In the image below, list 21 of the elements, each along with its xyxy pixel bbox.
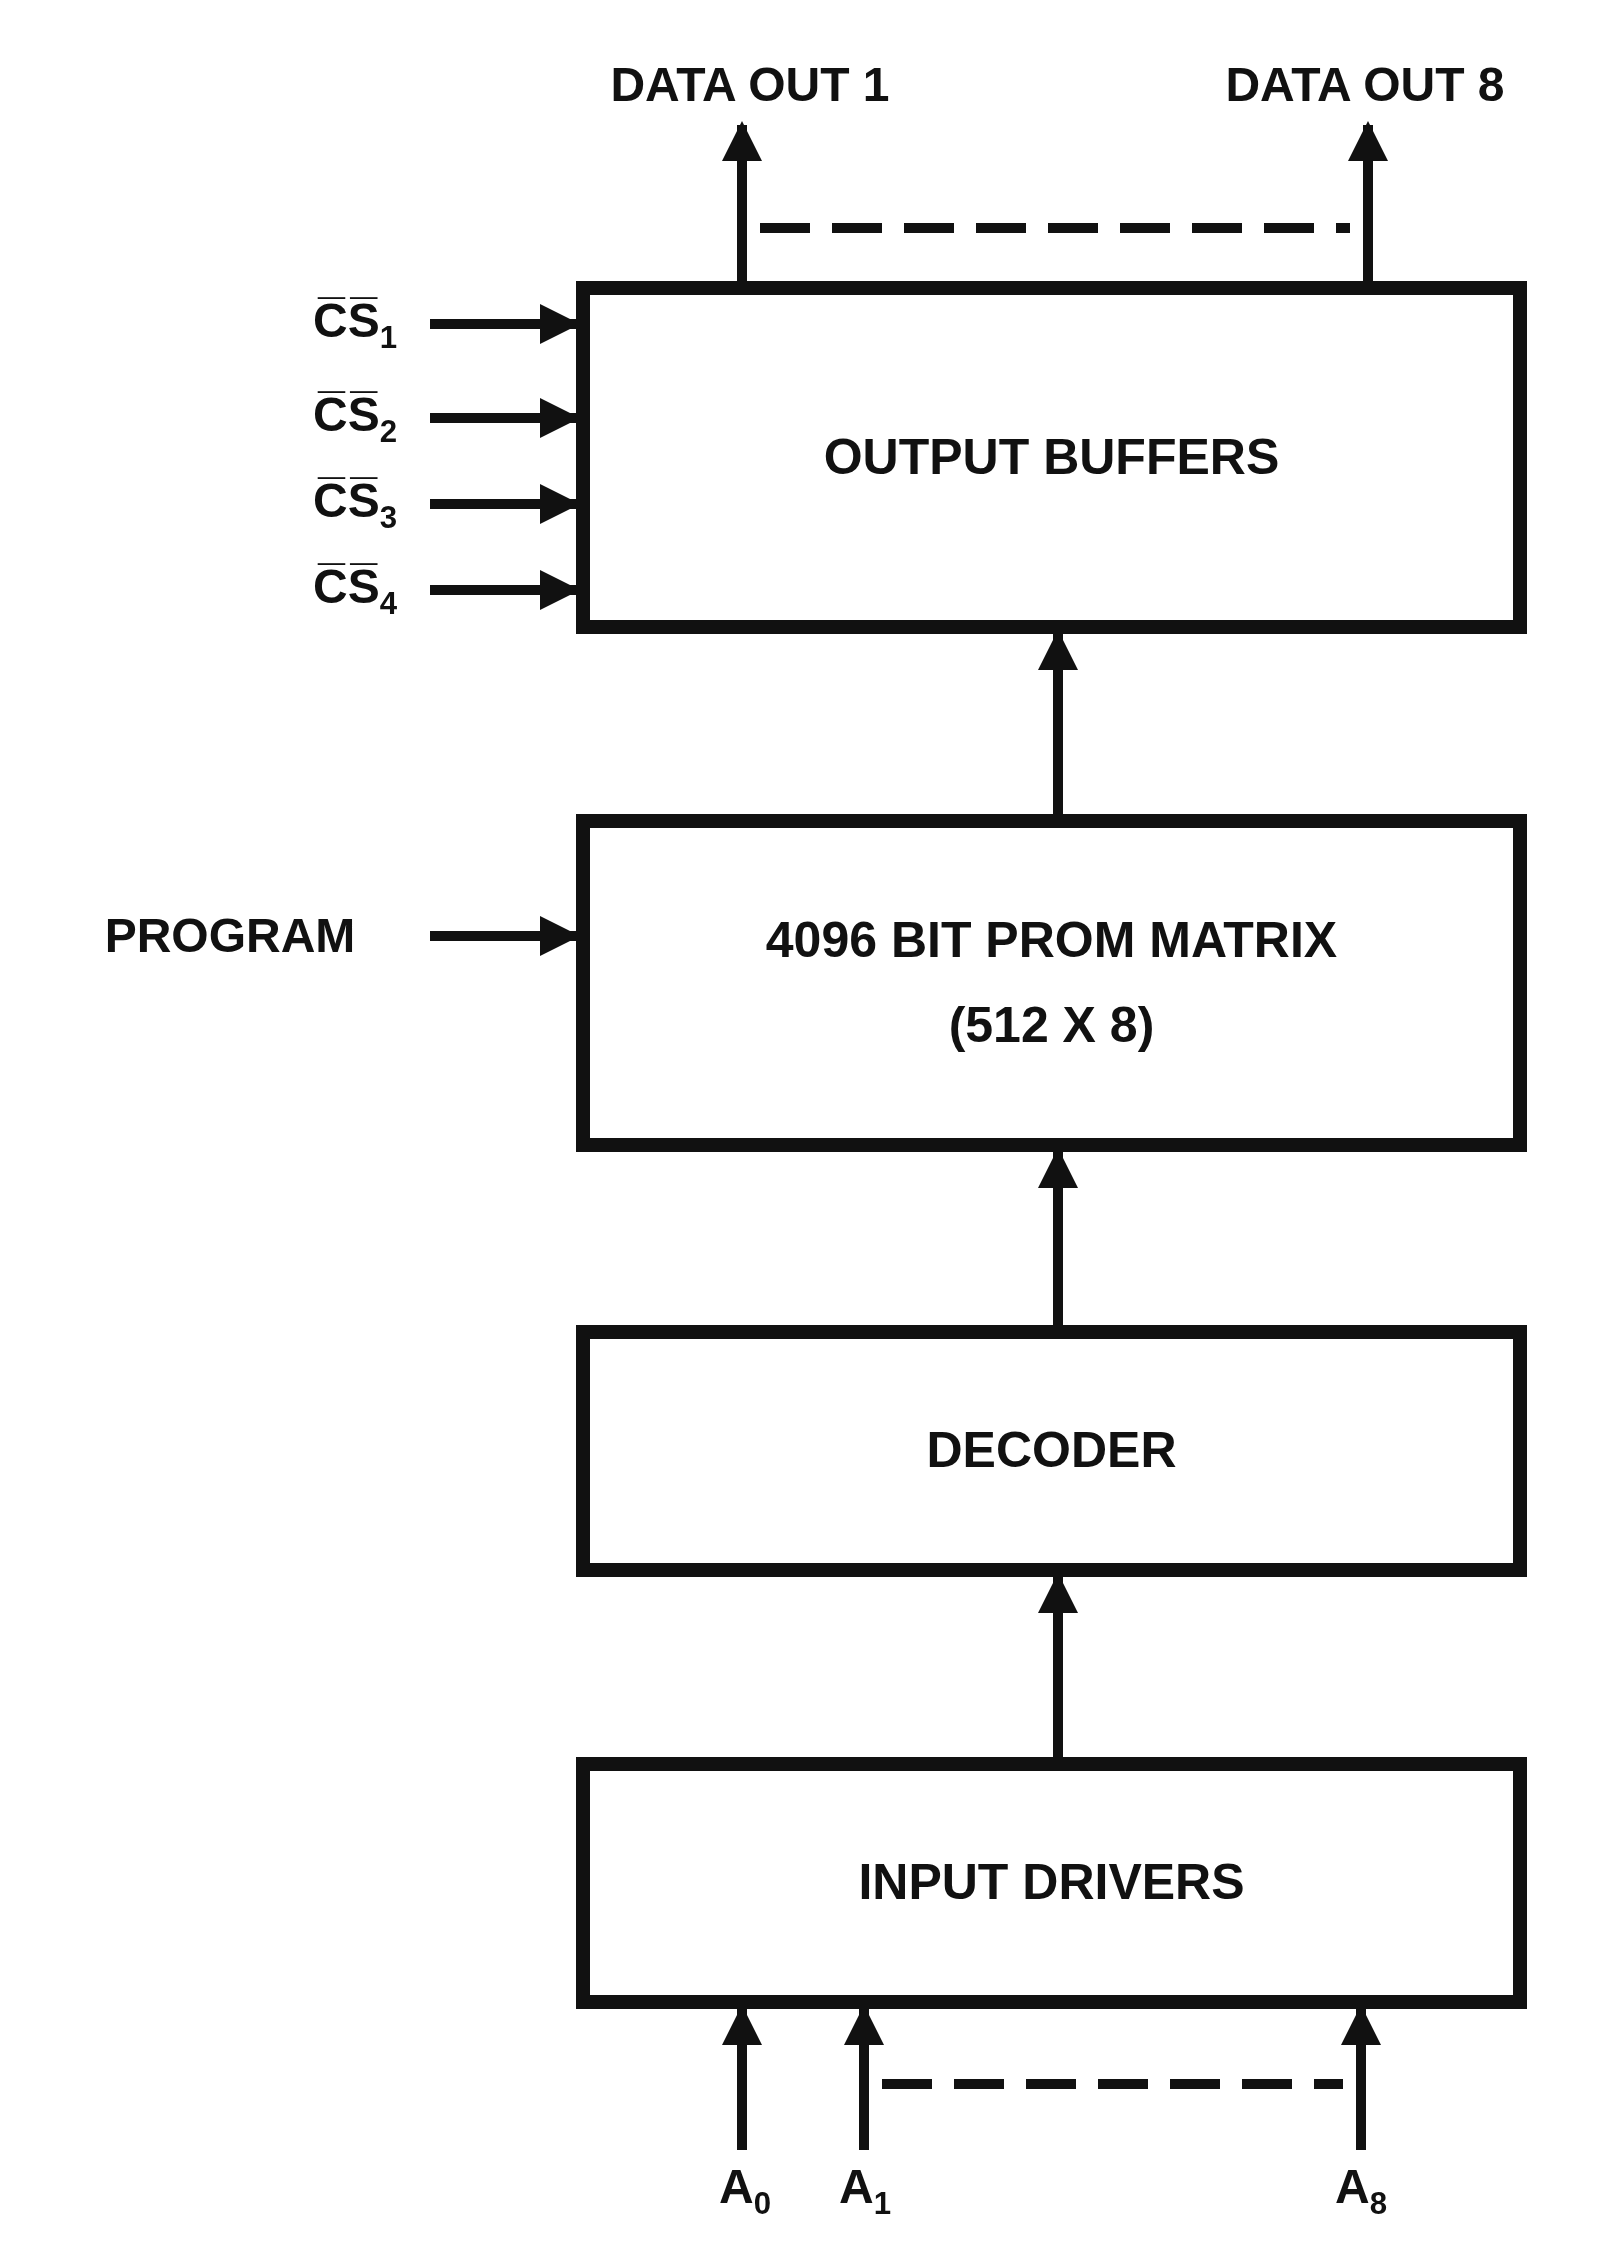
signal-label: PROGRAM: [30, 902, 430, 970]
signal-label: DATA OUT 8: [1130, 45, 1600, 125]
signal-label: A$_{1}$: [820, 2150, 910, 2230]
signal-label: C̅S̅$_{2}$: [280, 384, 430, 452]
arrow: [722, 121, 762, 281]
signal-label: DATA OUT 1: [590, 45, 910, 125]
block-box: [576, 814, 1527, 1152]
block-label: OUTPUT BUFFERS: [823, 428, 1280, 487]
block-box: [576, 281, 1527, 634]
block-label: (512 X 8): [948, 997, 1155, 1055]
signal-label: A$_{0}$: [700, 2150, 790, 2230]
block-box: [576, 1757, 1527, 2009]
arrow: [1348, 121, 1388, 281]
block-label: 4096 BIT PROM MATRIX: [765, 911, 1338, 969]
signal-label: C̅S̅$_{3}$: [280, 470, 430, 538]
block-label: INPUT DRIVERS: [858, 1854, 1245, 1912]
signal-label: C̅S̅$_{4}$: [280, 556, 430, 624]
block-label: DECODER: [926, 1422, 1177, 1480]
signal-label: C̅S̅$_{1}$: [280, 290, 430, 358]
signal-label: A$_{8}$: [1316, 2150, 1406, 2230]
block-box: [576, 1325, 1527, 1577]
